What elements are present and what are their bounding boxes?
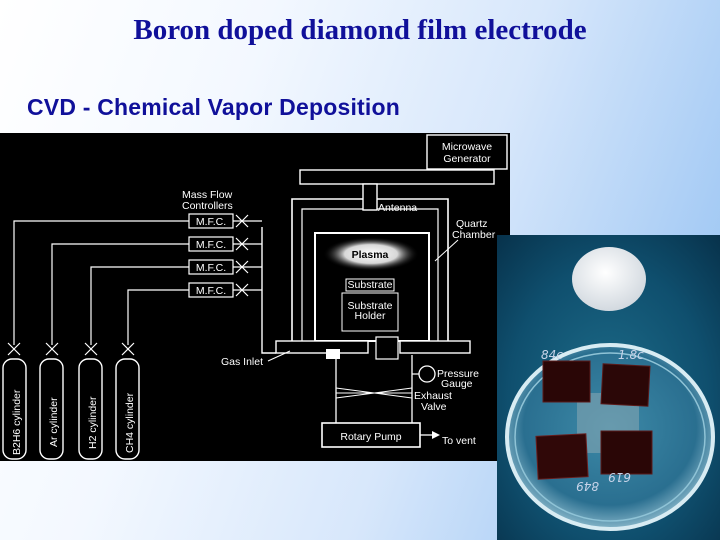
chamber-outer-wall [291, 198, 449, 343]
base-flange-left [275, 340, 369, 354]
cylinder-valves [7, 342, 135, 356]
pressure-gauge-label-2: Gauge [441, 378, 473, 390]
microwave-generator-label-2: Generator [443, 153, 491, 165]
vent-arrow-icon [432, 431, 440, 439]
microwave-generator-label-1: Microwave [442, 141, 492, 153]
inlet-block [326, 349, 340, 359]
quartz-chamber-label-2: Chamber [452, 229, 496, 241]
base-flange-right [399, 340, 471, 354]
mfc-valve-icon-1 [235, 214, 249, 228]
handwriting-2: 1.8c [618, 348, 644, 362]
electrode-samples [535, 360, 653, 480]
cylinder-ar [39, 358, 64, 460]
electrode-sample-4 [600, 430, 653, 475]
mfc-heading-1: Mass Flow [182, 189, 233, 201]
substrate-holder [341, 292, 399, 332]
handwriting-3: 849 [576, 479, 599, 493]
handwriting-1: 84c [541, 348, 563, 362]
mfc-group: M.F.C. M.F.C. M.F.C. M.F.C. [188, 213, 234, 298]
exhaust-valve-label-1: Exhaust [414, 390, 452, 402]
cylinder-h2-label: H2 cylinder [87, 396, 99, 449]
cylinder-h2 [78, 358, 103, 460]
rotary-pump-label: Rotary Pump [340, 431, 401, 443]
manifold-line [261, 227, 276, 354]
mfc-valve-icon-2 [235, 237, 249, 251]
mfc-valves [233, 214, 262, 297]
microwave-generator-box [426, 134, 508, 170]
cylinder-valve-icon-1 [7, 342, 21, 356]
mfc-heading-2: Controllers [182, 200, 233, 212]
cylinder-ar-label: Ar cylinder [48, 397, 60, 447]
waveguide [299, 169, 495, 185]
pressure-gauge-icon [418, 365, 436, 383]
mfc-label-1: M.F.C. [196, 216, 226, 228]
antenna-stub [362, 183, 378, 211]
exhaust-valve-label-2: Valve [421, 401, 447, 413]
gas-cylinders: B2H6 cylinder Ar cylinder H2 cylinder CH… [2, 358, 140, 460]
holder-stem [375, 336, 399, 360]
electrode-sample-3 [535, 433, 589, 480]
slide-subtitle: CVD - Chemical Vapor Deposition [27, 94, 400, 120]
electrode-sample-1 [542, 360, 591, 403]
mfc-label-4: M.F.C. [196, 285, 226, 297]
quartz-chamber-pointer [434, 239, 459, 262]
cylinder-b2h6-label: B2H6 cylinder [11, 389, 23, 455]
cylinder-feed-lines [13, 220, 189, 345]
plasma-glow [323, 237, 419, 271]
feed-line-3 [90, 266, 189, 345]
feed-line-1 [13, 220, 189, 345]
substrate-holder-label-1: Substrate [348, 300, 393, 312]
chamber-inner-wall [301, 208, 439, 343]
mfc-label-2: M.F.C. [196, 239, 226, 251]
electrode-sample-2 [600, 363, 651, 407]
cylinder-valve-icon-2 [45, 342, 59, 356]
slide-title: Boron doped diamond film electrode [133, 14, 587, 46]
substrate-label: Substrate [348, 279, 393, 291]
mfc-valve-icon-4 [235, 283, 249, 297]
antenna-label: Antenna [378, 202, 417, 214]
cylinder-b2h6 [2, 358, 27, 460]
handwriting-4: 619 [608, 470, 631, 484]
feed-line-2 [51, 243, 189, 345]
cylinder-ch4-label: CH4 cylinder [124, 392, 136, 453]
cylinder-valve-icon-3 [84, 342, 98, 356]
gas-inlet-pointer [267, 350, 291, 362]
cylinder-ch4 [115, 358, 140, 460]
mfc-label-3: M.F.C. [196, 262, 226, 274]
feed-line-4 [127, 289, 189, 345]
cylinder-valve-icon-4 [121, 342, 135, 356]
gas-inlet-label: Gas Inlet [221, 356, 263, 368]
exhaust-valve-cross-2 [335, 387, 413, 399]
quartz-chamber-label-1: Quartz [456, 218, 488, 230]
substrate [345, 278, 395, 292]
petri-dish-rim [514, 352, 706, 522]
mfc-valve-icon-3 [235, 260, 249, 274]
to-vent-label: To vent [442, 435, 476, 447]
substrate-holder-label-2: Holder [355, 310, 386, 322]
plasma-label: Plasma [352, 249, 389, 261]
cvd-schematic: Microwave Generator Antenna Quartz Chamb… [0, 133, 510, 461]
electrode-photo: 84c 1.8c 849 619 [497, 235, 720, 540]
pressure-gauge-label-1: Pressure [437, 368, 479, 380]
white-disk [572, 247, 646, 311]
